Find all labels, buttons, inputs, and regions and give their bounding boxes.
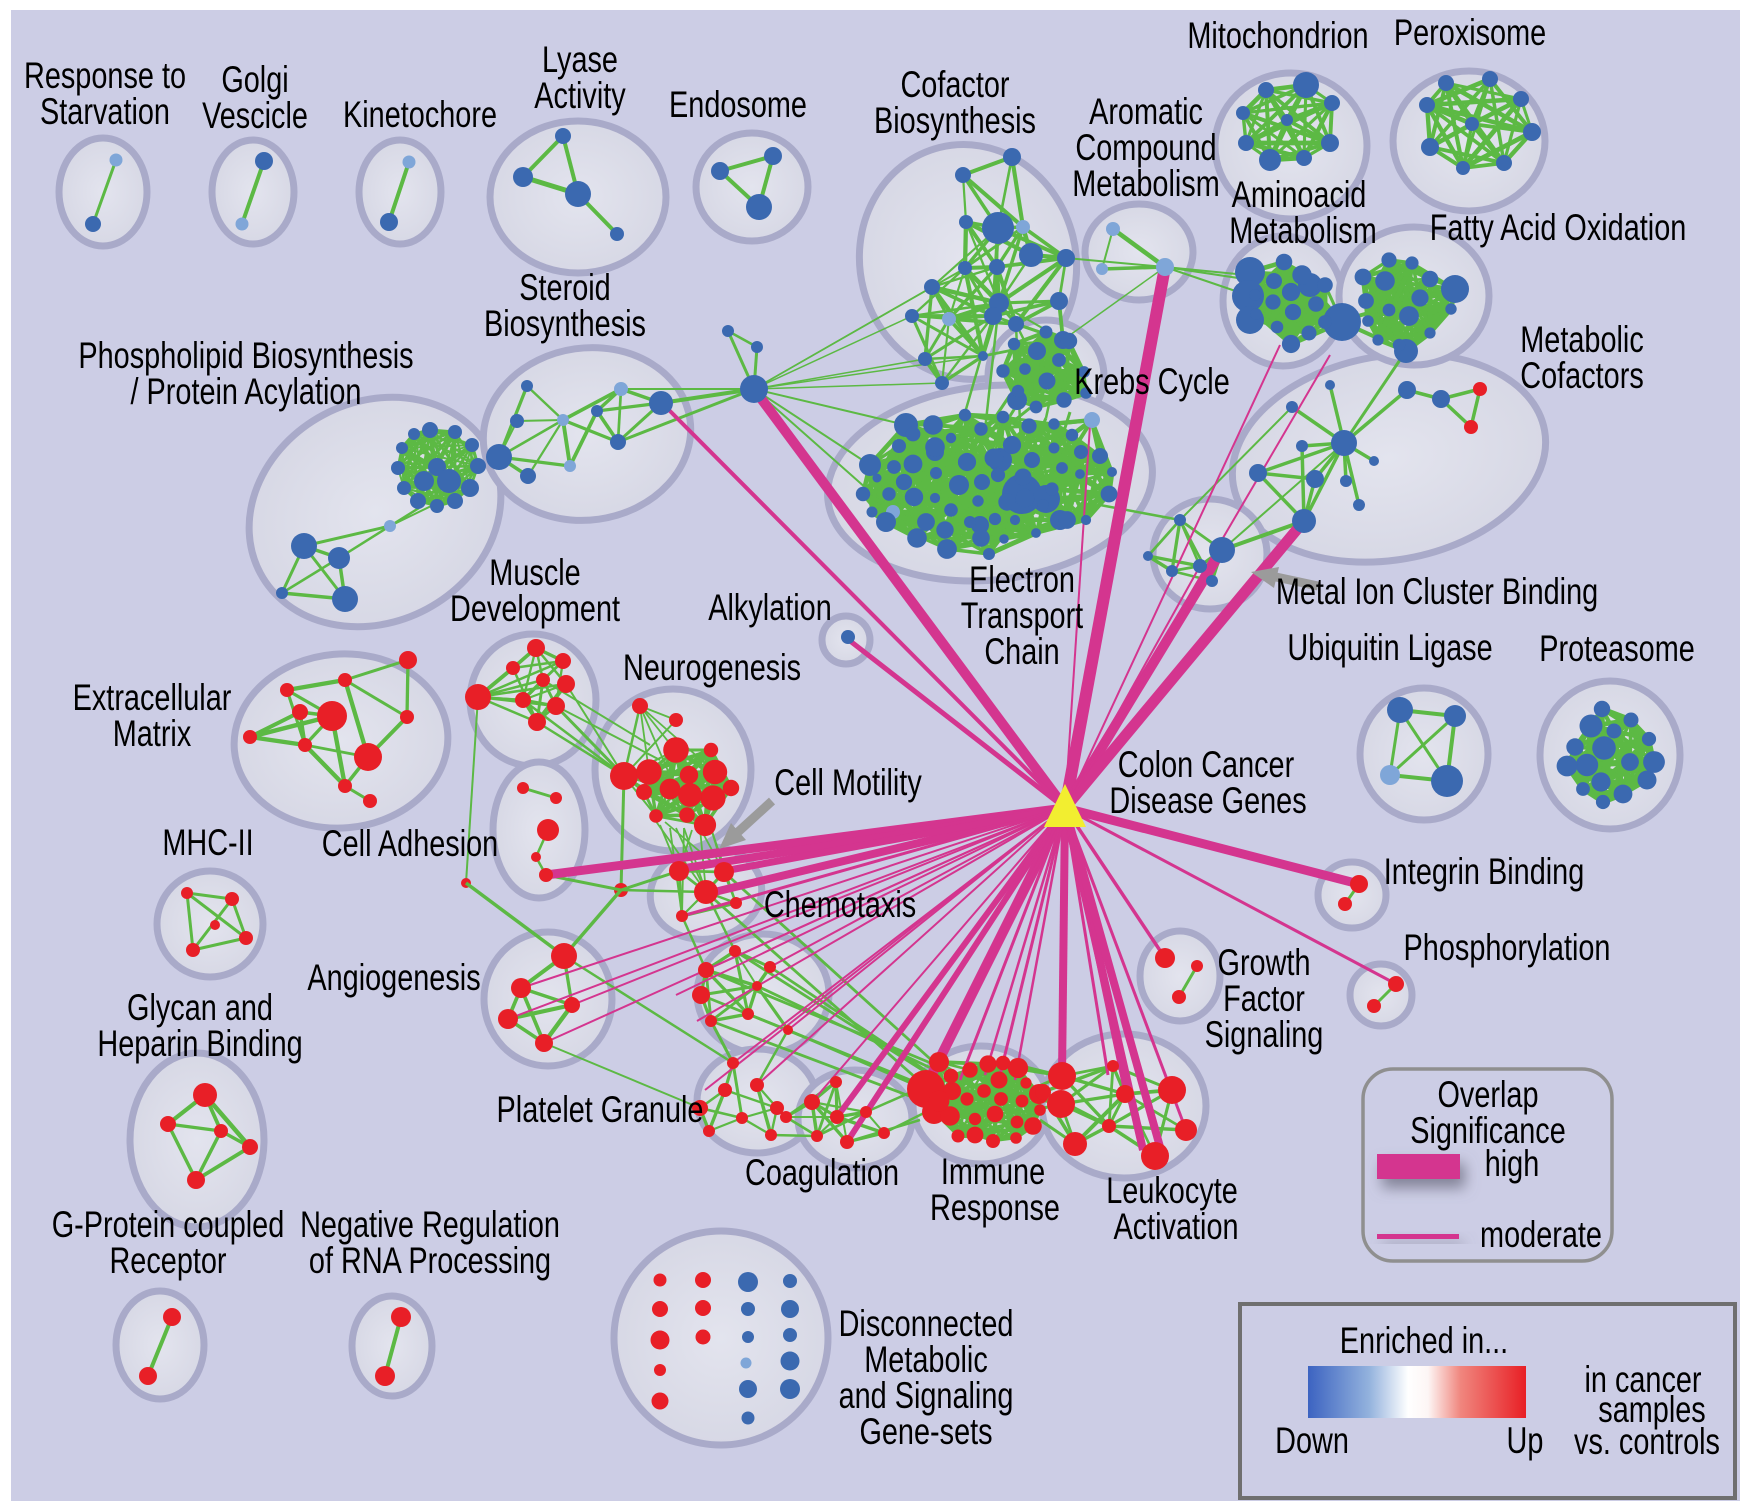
- svg-text:Receptor: Receptor: [109, 1241, 226, 1282]
- svg-text:Cell Motility: Cell Motility: [774, 763, 922, 804]
- svg-text:Metabolic: Metabolic: [864, 1340, 987, 1381]
- svg-text:Lyase: Lyase: [542, 40, 618, 81]
- svg-text:Activity: Activity: [534, 76, 626, 117]
- svg-text:Overlap: Overlap: [1437, 1075, 1538, 1116]
- svg-text:Negative Regulation: Negative Regulation: [300, 1205, 560, 1246]
- svg-text:Leukocyte: Leukocyte: [1106, 1171, 1238, 1212]
- svg-text:Integrin Binding: Integrin Binding: [1384, 852, 1585, 893]
- svg-text:Proteasome: Proteasome: [1539, 629, 1695, 670]
- svg-text:Golgi: Golgi: [221, 60, 288, 101]
- svg-text:Steroid: Steroid: [519, 268, 610, 309]
- svg-text:Gene-sets: Gene-sets: [859, 1412, 992, 1453]
- svg-text:Significance: Significance: [1410, 1111, 1566, 1152]
- svg-text:Vescicle: Vescicle: [202, 96, 308, 137]
- svg-text:Extracellular: Extracellular: [73, 678, 232, 719]
- svg-text:vs. controls: vs. controls: [1574, 1422, 1720, 1463]
- svg-text:Metabolism: Metabolism: [1072, 164, 1220, 205]
- svg-text:in cancer: in cancer: [1584, 1360, 1701, 1401]
- svg-text:Mitochondrion: Mitochondrion: [1187, 16, 1368, 57]
- svg-text:Matrix: Matrix: [113, 714, 192, 755]
- svg-text:Phospholipid Biosynthesis: Phospholipid Biosynthesis: [78, 336, 413, 377]
- svg-text:Response: Response: [930, 1188, 1060, 1229]
- svg-text:Enriched in...: Enriched in...: [1340, 1321, 1508, 1362]
- svg-text:/ Protein Acylation: / Protein Acylation: [131, 372, 362, 413]
- svg-text:Platelet Granule: Platelet Granule: [497, 1090, 704, 1131]
- svg-text:Immune: Immune: [941, 1152, 1045, 1193]
- svg-text:Angiogenesis: Angiogenesis: [307, 958, 480, 999]
- svg-text:Endosome: Endosome: [669, 85, 807, 126]
- svg-text:Biosynthesis: Biosynthesis: [484, 304, 646, 345]
- svg-text:Cofactor: Cofactor: [900, 65, 1009, 106]
- svg-text:Krebs Cycle: Krebs Cycle: [1074, 362, 1230, 403]
- svg-text:Metabolism: Metabolism: [1229, 211, 1377, 252]
- svg-text:Metabolic: Metabolic: [1520, 320, 1643, 361]
- svg-text:samples: samples: [1598, 1390, 1705, 1431]
- svg-text:Heparin Binding: Heparin Binding: [97, 1024, 302, 1065]
- svg-text:Down: Down: [1275, 1421, 1349, 1462]
- svg-text:Response to: Response to: [24, 56, 186, 97]
- svg-text:Aromatic: Aromatic: [1089, 92, 1203, 133]
- svg-text:Chemotaxis: Chemotaxis: [764, 885, 916, 926]
- svg-text:Phosphorylation: Phosphorylation: [1404, 928, 1611, 969]
- svg-text:Neurogenesis: Neurogenesis: [623, 648, 801, 689]
- svg-text:Starvation: Starvation: [40, 92, 170, 133]
- svg-text:Up: Up: [1507, 1421, 1544, 1462]
- svg-text:and Signaling: and Signaling: [839, 1376, 1014, 1417]
- svg-text:of RNA Processing: of RNA Processing: [309, 1241, 551, 1282]
- svg-text:Disconnected: Disconnected: [839, 1304, 1014, 1345]
- svg-text:moderate: moderate: [1480, 1215, 1602, 1256]
- svg-text:Growth: Growth: [1218, 943, 1311, 984]
- svg-text:Alkylation: Alkylation: [708, 588, 831, 629]
- svg-text:Cell Adhesion: Cell Adhesion: [322, 824, 498, 865]
- svg-text:G-Protein coupled: G-Protein coupled: [52, 1205, 285, 1246]
- svg-text:MHC-II: MHC-II: [162, 823, 253, 864]
- svg-text:Glycan and: Glycan and: [127, 988, 273, 1029]
- svg-text:Colon Cancer: Colon Cancer: [1118, 745, 1294, 786]
- svg-text:Chain: Chain: [984, 632, 1059, 673]
- svg-text:Transport: Transport: [961, 596, 1083, 637]
- svg-text:Muscle: Muscle: [489, 553, 580, 594]
- svg-text:Development: Development: [450, 589, 620, 630]
- svg-text:Cofactors: Cofactors: [1520, 356, 1643, 397]
- svg-text:Activation: Activation: [1113, 1207, 1238, 1248]
- svg-text:Compound: Compound: [1075, 128, 1216, 169]
- svg-text:Peroxisome: Peroxisome: [1394, 13, 1546, 54]
- svg-text:Kinetochore: Kinetochore: [343, 95, 497, 136]
- svg-text:Signaling: Signaling: [1205, 1015, 1324, 1056]
- svg-text:Disease Genes: Disease Genes: [1109, 781, 1306, 822]
- svg-text:Electron: Electron: [969, 560, 1075, 601]
- svg-text:Aminoacid: Aminoacid: [1232, 175, 1367, 216]
- svg-text:Metal Ion Cluster Binding: Metal Ion Cluster Binding: [1276, 572, 1598, 613]
- svg-text:Ubiquitin Ligase: Ubiquitin Ligase: [1287, 628, 1492, 669]
- svg-text:Fatty Acid Oxidation: Fatty Acid Oxidation: [1430, 208, 1687, 249]
- svg-text:Coagulation: Coagulation: [745, 1153, 899, 1194]
- svg-text:Biosynthesis: Biosynthesis: [874, 101, 1036, 142]
- svg-text:high: high: [1485, 1144, 1540, 1185]
- svg-text:Factor: Factor: [1223, 979, 1305, 1020]
